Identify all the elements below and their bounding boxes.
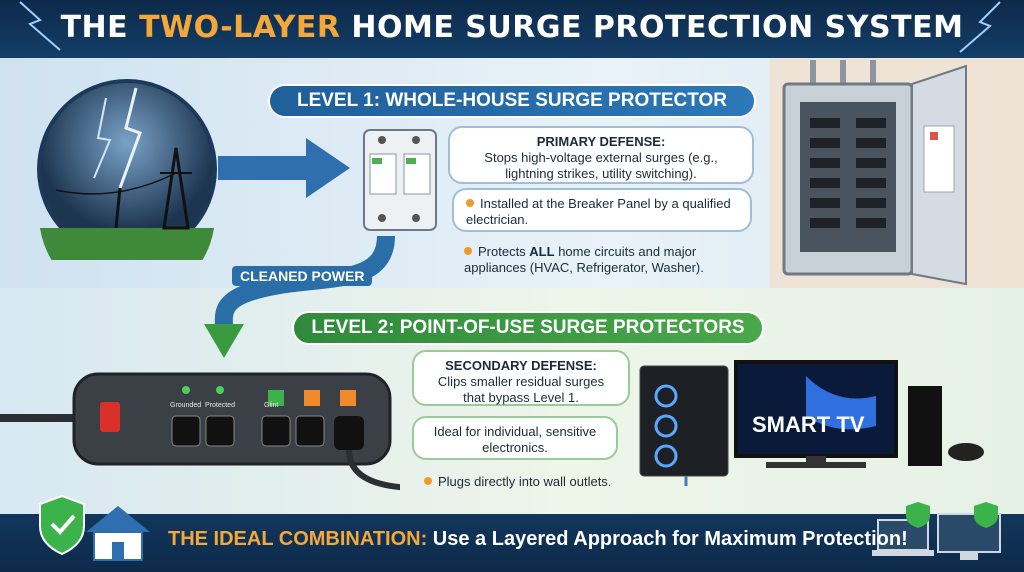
secondary-defense-heading: SECONDARY DEFENSE: [445,358,597,373]
installed-text: Installed at the Breaker Panel by a qual… [466,196,731,227]
plugs-callout: Plugs directly into wall outlets. [412,468,642,490]
installed-callout: Installed at the Breaker Panel by a qual… [452,188,752,232]
ideal-callout: Ideal for individual, sensitive electron… [412,416,618,460]
grounded-label: Grounded [170,402,202,409]
title-prefix: THE [60,10,140,45]
laptop-monitor-checked-icon [872,502,1001,560]
level1-banner: LEVEL 1: WHOLE-HOUSE SURGE PROTECTOR [268,84,756,118]
secondary-defense-text: Clips smaller residual surges that bypas… [437,374,605,405]
primary-defense-callout: PRIMARY DEFENSE: Stops high-voltage exte… [448,126,754,184]
footer-text: THE IDEAL COMBINATION: Use a Layered App… [168,528,908,551]
power-strip-illustration [0,372,400,491]
smart-tv-label: SMART TV [752,412,865,437]
lightning-tower-illustration [37,79,217,260]
level2-banner: LEVEL 2: POINT-OF-USE SURGE PROTECTORS [292,311,764,345]
header-lightning-decoration [19,1,1001,53]
whole-house-surge-protector-icon [363,129,437,231]
protects-bold: ALL [529,244,555,259]
shield-house-icon [39,494,150,561]
title-accent: TWO-LAYER [139,10,341,45]
bullet-icon [466,199,474,207]
header-bar [0,0,1024,58]
primary-defense-heading: PRIMARY DEFENSE: [536,134,666,149]
page-title: THE TWO-LAYER HOME SURGE PROTECTION SYST… [0,10,1024,45]
protects-callout: Protects ALL home circuits and major app… [452,238,768,280]
glint-label: Glint [264,402,279,409]
power-switch-icon [100,402,120,432]
bullet-icon [464,247,472,255]
footer-accent: THE IDEAL COMBINATION: [168,528,428,550]
surge-flow-arrow [218,138,350,198]
secondary-defense-callout: SECONDARY DEFENSE: Clips smaller residua… [412,350,630,406]
protects-prefix: Protects [478,244,530,259]
primary-defense-text: Stops high-voltage external surges (e.g.… [484,150,718,181]
bullet-icon [424,477,432,485]
footer-bar [0,514,1024,572]
title-suffix: HOME SURGE PROTECTION SYSTEM [340,10,964,45]
electronics-illustration [639,360,984,486]
footer-message: Use a Layered Approach for Maximum Prote… [427,528,908,550]
protected-label: Protected [205,402,235,409]
protects-suffix: home circuits and major appliances (HVAC… [464,244,704,275]
breaker-panel-illustration [770,58,1024,288]
plugs-text: Plugs directly into wall outlets. [438,474,612,489]
cleaned-power-label: CLEANED POWER [232,266,373,286]
ideal-text: Ideal for individual, sensitive electron… [433,424,597,455]
